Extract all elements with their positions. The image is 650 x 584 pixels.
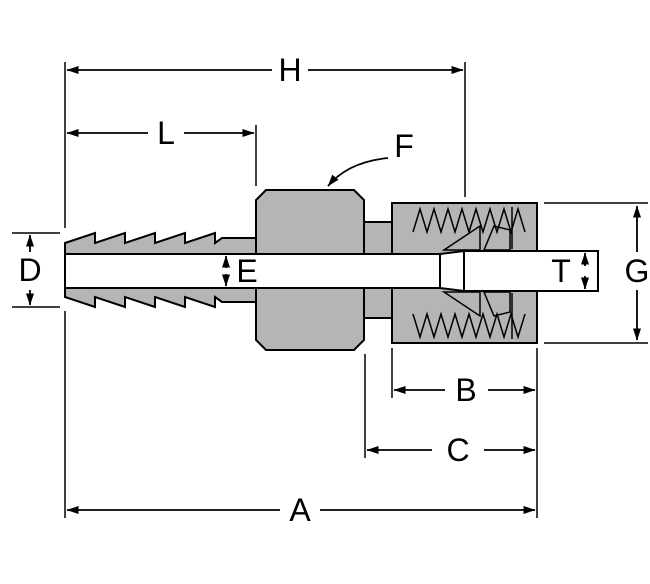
fitting-body [64, 189, 599, 351]
dim-D: D [12, 232, 60, 308]
bore-cone [439, 249, 465, 293]
dim-L: L [66, 115, 257, 186]
dim-label-c: C [446, 432, 469, 468]
dim-F: F [327, 128, 414, 187]
back-ferrule-bottom [482, 291, 511, 317]
front-ferrule-bottom [441, 291, 481, 318]
dim-A: A [64, 311, 536, 528]
leader-line [327, 157, 389, 187]
thread-profile-top [412, 206, 526, 235]
dim-B: B [391, 348, 538, 518]
dim-T: T [551, 252, 589, 290]
front-ferrule-top [441, 224, 481, 251]
dim-H: H [64, 52, 466, 228]
tube [463, 250, 599, 292]
dim-label-a: A [289, 492, 311, 528]
dim-label-f: F [394, 128, 414, 164]
dim-E: E [222, 253, 258, 289]
dim-label-t: T [551, 253, 571, 289]
dim-label-l: L [157, 115, 175, 151]
dim-label-b: B [455, 372, 476, 408]
dim-label-g: G [625, 253, 650, 289]
dim-label-h: H [278, 52, 301, 88]
dim-label-e: E [236, 253, 257, 289]
thread-profile-bottom [412, 311, 526, 340]
dim-G: G [544, 202, 650, 344]
dim-label-d: D [18, 252, 41, 288]
dim-C: C [364, 354, 536, 468]
back-ferrule-top [482, 225, 511, 251]
